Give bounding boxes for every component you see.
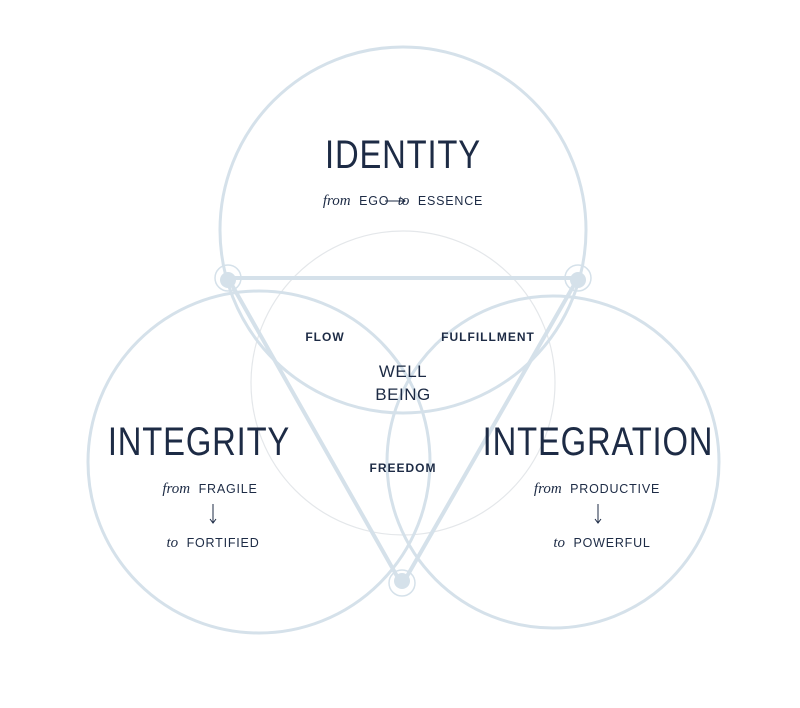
node-ring-right [564,264,592,292]
integration-to-value: POWERFUL [573,536,650,550]
node-ring-bottom [388,569,416,597]
identity-arrow-icon [385,197,406,205]
integration-arrow-down-icon [594,504,602,524]
integration-circle [385,294,721,630]
identity-to-value: ESSENCE [418,194,483,208]
integrity-from-word: from [162,481,190,497]
node-right [570,272,586,288]
integration-to: to POWERFUL [553,534,650,551]
node-bottom [394,573,410,589]
overlap-label-flow: FLOW [305,330,344,344]
integrity-from: from FRAGILE [162,480,257,497]
identity-from-word: from [323,193,351,209]
identity-from-value: EGO [359,194,389,208]
identity-title: IDENTITY [325,132,481,177]
integration-from-value: PRODUCTIVE [570,482,660,496]
triangle-edge-right [400,276,580,587]
integration-from-word: from [534,481,562,497]
integrity-from-value: FRAGILE [199,482,258,496]
integrity-to: to FORTIFIED [166,534,259,551]
triangle-edge-left [226,276,404,587]
integration-from: from PRODUCTIVE [534,480,660,497]
integrity-to-value: FORTIFIED [187,536,260,550]
center-label-line2: BEING [375,385,430,404]
integration-title: INTEGRATION [483,419,714,464]
integrity-circle [86,289,432,635]
integrity-to-word: to [166,535,178,551]
identity-from-to: from EGO to ESSENCE [323,192,483,209]
identity-circle [218,45,588,415]
integrity-arrow-down-icon [209,504,217,524]
integration-to-word: to [553,535,565,551]
node-ring-left [214,264,242,292]
integrity-title: INTEGRITY [108,419,290,464]
node-left [220,272,236,288]
overlap-label-fulfillment: FULFILLMENT [441,330,535,344]
center-label-line1: WELL [379,362,427,381]
overlap-label-freedom: FREEDOM [370,461,437,475]
